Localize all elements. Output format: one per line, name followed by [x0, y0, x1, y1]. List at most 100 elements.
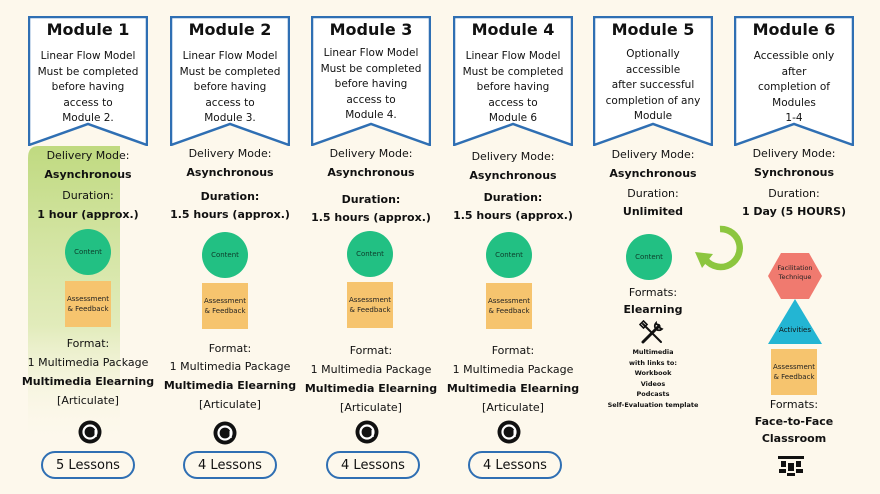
format-line: [Articulate] — [199, 398, 261, 411]
duration-label: Duration: — [627, 187, 679, 200]
format-label: Format: — [66, 337, 110, 350]
delivery-mode: Synchronous — [753, 166, 835, 179]
module-title: Module 3 — [329, 20, 413, 39]
desc-line: Accessible only after — [753, 50, 835, 78]
formats-label: Formats: — [769, 398, 819, 411]
module-title: Module 6 — [752, 20, 836, 39]
desc-line: before having access to — [334, 78, 408, 106]
assessment-node: Assessment& Feedback — [771, 349, 817, 395]
content-node: Content — [626, 234, 672, 280]
formats-label: Formats: — [628, 286, 678, 299]
duration-value: 1 Day (5 HOURS) — [741, 205, 847, 218]
extras-item: Workbook — [634, 369, 672, 377]
desc-line: Module — [633, 110, 673, 122]
desc-line: completion of any — [605, 94, 701, 107]
extras-item: Podcasts — [636, 390, 670, 398]
module-description: Linear Flow Model Must be completed befo… — [459, 49, 567, 127]
articulate-logo-icon — [355, 420, 379, 444]
duration-label: Duration: — [483, 191, 543, 204]
format-line: 1 Multimedia Package — [169, 360, 291, 373]
format-line: 1 Multimedia Package — [310, 363, 432, 376]
format-line: Multimedia Elearning — [21, 375, 155, 388]
duration-label: Duration: — [768, 187, 820, 200]
assessment-node: Assessment& Feedback — [202, 283, 248, 329]
delivery-mode: Asynchronous — [186, 166, 274, 179]
lessons-badge: 5 Lessons — [41, 451, 135, 479]
format-line: 1 Multimedia Package — [452, 363, 574, 376]
module-3-column: Module 3 Linear Flow Model Must be compl… — [305, 0, 437, 494]
assessment-node: Assessment& Feedback — [347, 282, 393, 328]
module-6-banner: Module 6 Accessible only after completio… — [734, 16, 854, 146]
format-label: Format: — [491, 344, 535, 357]
extras-item: Self-Evaluation template — [607, 400, 699, 409]
format-line: Multimedia Elearning — [446, 382, 580, 395]
delivery-label: Delivery Mode: — [188, 147, 272, 160]
desc-line: after successful — [611, 79, 695, 91]
formats-line: Face-to-Face — [754, 415, 834, 428]
module-4-column: Module 4 Linear Flow Model Must be compl… — [447, 0, 579, 494]
module-1-banner: Module 1 Linear Flow Model Must be compl… — [28, 16, 148, 146]
desc-line: Linear Flow Model — [323, 47, 419, 59]
assessment-node: Assessment& Feedback — [65, 281, 111, 327]
duration-label: Duration: — [62, 189, 114, 202]
delivery-label: Delivery Mode: — [752, 147, 836, 160]
content-node: Content — [486, 232, 532, 278]
format-line: [Articulate] — [340, 401, 402, 414]
module-title: Module 5 — [611, 20, 695, 39]
extras-item: Multimedia — [632, 348, 674, 356]
delivery-mode: Asynchronous — [44, 168, 132, 181]
format-line: 1 Multimedia Package — [27, 356, 149, 369]
lessons-badge: 4 Lessons — [183, 451, 277, 479]
duration-value: 1.5 hours (approx.) — [311, 211, 431, 224]
delivery-label: Delivery Mode: — [329, 147, 413, 160]
module-description: Optionally accessible after successful c… — [599, 47, 707, 125]
format-line: Multimedia Elearning — [163, 379, 297, 392]
desc-line: Module 4. — [345, 109, 397, 121]
content-node: Content — [202, 232, 248, 278]
delivery-label: Delivery Mode: — [471, 150, 555, 163]
desc-line: before having access to — [193, 81, 267, 109]
format-label: Format: — [208, 342, 252, 355]
module-5-column: Module 5 Optionally accessible after suc… — [593, 0, 713, 494]
module-description: Linear Flow Model Must be completed befo… — [176, 49, 284, 127]
format-label: Format: — [349, 344, 393, 357]
desc-line: Must be completed — [179, 65, 281, 78]
formats-value: Elearning — [623, 303, 683, 316]
lessons-badge: 4 Lessons — [468, 451, 562, 479]
module-2-column: Module 2 Linear Flow Model Must be compl… — [164, 0, 296, 494]
activities-label: Activities — [779, 326, 811, 334]
duration-value: 1.5 hours (approx.) — [170, 208, 290, 221]
delivery-mode: Asynchronous — [609, 167, 697, 180]
duration-value: Unlimited — [622, 205, 684, 218]
module-2-banner: Module 2 Linear Flow Model Must be compl… — [170, 16, 290, 146]
classroom-icon — [778, 456, 804, 476]
desc-line: Must be completed — [37, 65, 139, 78]
desc-line: before having access to — [51, 81, 125, 109]
content-node: Content — [65, 229, 111, 275]
duration-label: Duration: — [200, 190, 260, 203]
desc-line: before having access to — [476, 81, 550, 109]
desc-line: completion of Modules — [757, 81, 831, 109]
desc-line: Module 2. — [62, 112, 114, 124]
module-5-banner: Module 5 Optionally accessible after suc… — [593, 16, 713, 146]
format-line: Multimedia Elearning — [304, 382, 438, 395]
content-node: Content — [347, 231, 393, 277]
module-title: Module 1 — [46, 20, 130, 39]
delivery-label: Delivery Mode: — [46, 149, 130, 162]
delivery-mode: Asynchronous — [469, 169, 557, 182]
extras-item: Videos — [640, 379, 666, 388]
module-1-column: Module 1 Linear Flow Model Must be compl… — [22, 0, 154, 494]
duration-value: 1.5 hours (approx.) — [453, 209, 573, 222]
desc-line: Linear Flow Model — [182, 50, 278, 62]
delivery-label: Delivery Mode: — [611, 148, 695, 161]
module-description: Linear Flow Model Must be completed befo… — [317, 46, 425, 124]
module-description: Accessible only after completion of Modu… — [740, 49, 848, 127]
desc-line: Module 6 — [488, 112, 538, 124]
extras-list: Multimedia with links to: Workbook Video… — [593, 347, 713, 410]
tools-icon — [639, 320, 664, 344]
lessons-badge: 4 Lessons — [326, 451, 420, 479]
delivery-mode: Asynchronous — [327, 166, 415, 179]
module-description: Linear Flow Model Must be completed befo… — [34, 49, 142, 127]
duration-value: 1 hour (approx.) — [37, 208, 139, 221]
activities-triangle — [768, 299, 822, 344]
